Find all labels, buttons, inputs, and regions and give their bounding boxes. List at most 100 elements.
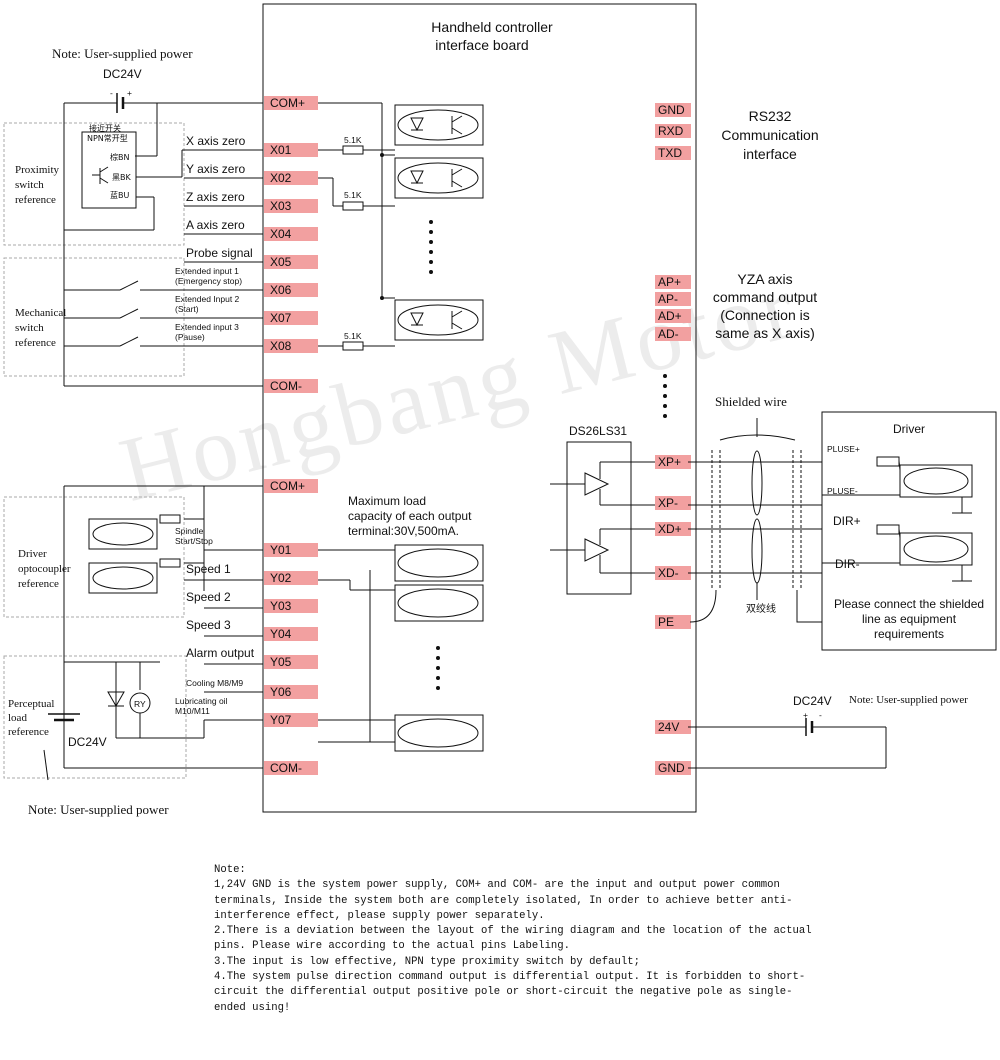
driver-pluse-plus: PLUSE+ — [827, 444, 860, 454]
left-pin-label-15: Y04 — [270, 627, 292, 641]
right-pin-2 — [655, 124, 691, 138]
note-line-4: 2.There is a deviation between the layou… — [214, 925, 812, 938]
left-pin-1 — [264, 96, 318, 110]
board-title-1: Handheld controller — [431, 19, 553, 35]
right-pin-label-11: XD- — [658, 566, 679, 580]
right-pin-label-6: AD+ — [658, 309, 682, 323]
input-optocouplers: 5.1K 5.1K 5.1K — [318, 102, 484, 351]
driver-ref-3: reference — [18, 578, 59, 590]
resistor-3-label: 5.1K — [344, 331, 362, 341]
left-pin-label-12: Y01 — [270, 543, 292, 557]
left-pin-5 — [264, 227, 318, 241]
driver-pluse-minus: PLUSE- — [827, 486, 858, 496]
yza-label-1: YZA axis — [737, 271, 792, 287]
left-pin-label-8: X07 — [270, 311, 292, 325]
left-pin-label-1: COM+ — [270, 96, 305, 110]
right-pin-14 — [655, 761, 691, 775]
left-pin-label-16: Y05 — [270, 655, 292, 669]
left-pin-label-19: COM- — [270, 761, 302, 775]
left-pin-label-14: Y03 — [270, 599, 292, 613]
note-line-6: 3.The input is low effective, NPN type p… — [214, 955, 640, 968]
input-signal-lines — [64, 177, 263, 347]
rs232-label-2: Communication — [721, 127, 818, 143]
wiring-diagram: Handheld controller interface board COM+… — [3, 3, 997, 817]
proximity-ref-2: switch — [15, 179, 44, 191]
right-pin-label-13: 24V — [658, 720, 679, 734]
right-pin-5 — [655, 292, 691, 306]
notes-block: Note: 1,24V GND is the system power supp… — [214, 863, 814, 1016]
left-signal-9: Extended input 3 — [175, 322, 239, 332]
right-pin-label-5: AP- — [658, 292, 678, 306]
interface-board — [262, 3, 697, 813]
left-pin-2 — [264, 143, 318, 157]
yza-label-4: same as X axis) — [715, 325, 815, 341]
driver-box: Driver PLUSE+ PLUSE- DIR+ DIR- Please co… — [821, 411, 997, 651]
left-pin-label-13: Y02 — [270, 571, 292, 585]
right-pin-13 — [655, 720, 691, 734]
left-pin-4 — [264, 199, 318, 213]
left-signal2-7: (Emergency stop) — [175, 276, 242, 286]
prox-bn: 棕BN — [110, 152, 129, 162]
left-signal2-9: (Pause) — [175, 332, 205, 342]
mechanical-reference-box — [3, 257, 185, 377]
left-pin-19 — [264, 761, 318, 775]
left-pin-8 — [264, 311, 318, 325]
proximity-ref-1: Proximity — [15, 164, 60, 176]
driver-title: Driver — [893, 422, 925, 436]
output-wiring: RY — [43, 485, 484, 781]
perceptual-ref-1: Perceptual — [8, 698, 54, 710]
left-pin-label-6: X05 — [270, 255, 292, 269]
right-pin-8 — [655, 455, 691, 469]
note-line-7: 4.The system pulse direction command out… — [214, 971, 806, 984]
left-pin-12 — [264, 543, 318, 557]
left-signal-5: A axis zero — [186, 218, 245, 232]
left-signal-3: Y axis zero — [186, 162, 245, 176]
left-signal-14: Speed 2 — [186, 590, 231, 604]
dc24v-top-minus: - — [110, 88, 113, 98]
left-signal-4: Z axis zero — [186, 190, 245, 204]
right-pin-10 — [655, 522, 691, 536]
prox-bu: 蓝BU — [110, 190, 129, 200]
driver-ref-1: Driver — [18, 548, 47, 560]
note-line-9: ended using! — [214, 1001, 291, 1014]
left-signal2-8: (Start) — [175, 304, 199, 314]
right-supply-wiring — [688, 718, 887, 769]
left-signal2-12: Start/Stop — [175, 536, 213, 546]
notes-heading: Note: — [214, 864, 246, 876]
max-load-2: capacity of each output — [348, 509, 472, 523]
left-pin-label-4: X03 — [270, 199, 292, 213]
dc24v-left-label: DC24V — [68, 735, 107, 749]
dc24v-right-label: DC24V — [793, 694, 832, 708]
left-pin-17 — [264, 685, 318, 699]
shielded-label: Shielded wire — [715, 394, 787, 409]
left-signal-16: Alarm output — [186, 646, 255, 660]
left-signal-18: Lubricating oil — [175, 696, 228, 706]
left-signal-7: Extended input 1 — [175, 266, 239, 276]
left-pin-label-10: COM- — [270, 379, 302, 393]
left-pin-13 — [264, 571, 318, 585]
resistor-1-label: 5.1K — [344, 135, 362, 145]
right-pin-label-14: GND — [658, 761, 685, 775]
left-pin-6 — [264, 255, 318, 269]
right-pin-label-2: RXD — [658, 124, 684, 138]
perceptual-ref-3: reference — [8, 726, 49, 738]
prox-title-2: NPN常开型 — [87, 134, 128, 143]
right-pin-4 — [655, 275, 691, 289]
left-pin-label-18: Y07 — [270, 713, 292, 727]
prox-bk: 黑BK — [112, 173, 131, 182]
right-pin-label-4: AP+ — [658, 275, 681, 289]
left-pin-18 — [264, 713, 318, 727]
note-line-2: terminals, Inside the system both are co… — [214, 894, 793, 907]
driver-note-3: requirements — [874, 627, 944, 641]
right-pin-9 — [655, 496, 691, 510]
right-pin-1 — [655, 103, 691, 117]
left-signal-15: Speed 3 — [186, 618, 231, 632]
mechanical-ref-3: reference — [15, 337, 56, 349]
ds26ls31-chip: DS26LS31 — [550, 424, 655, 595]
right-pin-label-1: GND — [658, 103, 685, 117]
left-pin-16 — [264, 655, 318, 669]
left-signal-8: Extended Input 2 — [175, 294, 240, 304]
right-pin-label-3: TXD — [658, 146, 682, 160]
dc24v-right-minus: - — [819, 710, 822, 720]
